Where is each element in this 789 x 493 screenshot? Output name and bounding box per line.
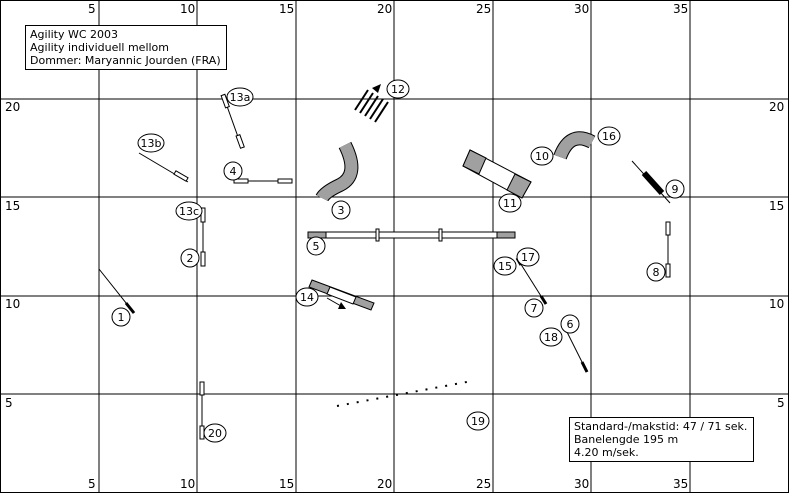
axis-top-10: 10 bbox=[180, 2, 195, 16]
number-1-label: 1 bbox=[118, 311, 125, 324]
obstacle-jump-4 bbox=[233, 178, 293, 184]
axis-right-20: 20 bbox=[769, 100, 784, 114]
number-7: 7 bbox=[524, 298, 544, 318]
number-15: 15 bbox=[493, 256, 517, 276]
axis-bottom-20: 20 bbox=[377, 477, 392, 491]
number-20-label: 20 bbox=[208, 427, 222, 440]
number-18: 18 bbox=[539, 327, 563, 347]
obstacle-seesaw-14 bbox=[308, 279, 375, 311]
axis-bottom-35: 35 bbox=[673, 477, 688, 491]
number-19: 19 bbox=[466, 411, 490, 431]
number-11: 11 bbox=[498, 193, 522, 213]
stats-line-speed: 4.20 m/sek. bbox=[574, 446, 639, 459]
number-13c-label: 13c bbox=[179, 205, 199, 218]
number-14-label: 14 bbox=[300, 291, 314, 304]
grid-horizontal bbox=[0, 98, 789, 395]
number-17-label: 17 bbox=[521, 251, 535, 264]
stats-line-length: Banelengde 195 m bbox=[574, 433, 679, 446]
number-13b-label: 13b bbox=[141, 137, 162, 150]
obstacle-tire-9 bbox=[631, 160, 671, 204]
axis-left-10: 10 bbox=[5, 297, 20, 311]
axis-top-25: 25 bbox=[476, 2, 491, 16]
obstacle-aframe-11 bbox=[462, 149, 532, 199]
obstacle-jump-1 bbox=[98, 268, 136, 314]
obstacle-jump-13a bbox=[220, 93, 245, 149]
number-16: 16 bbox=[597, 126, 621, 146]
number-8-label: 8 bbox=[653, 266, 660, 279]
number-4: 4 bbox=[223, 161, 243, 181]
obstacle-weave-12 bbox=[354, 84, 389, 123]
stats-box: Standard-/makstid: 47 / 71 sek. Baneleng… bbox=[569, 417, 754, 462]
number-14: 14 bbox=[295, 287, 319, 307]
axis-top-35: 35 bbox=[673, 2, 688, 16]
obstacle-tunnel-3 bbox=[315, 141, 359, 202]
axis-top-15: 15 bbox=[279, 2, 294, 16]
axis-left-5: 5 bbox=[5, 396, 13, 410]
number-11-label: 11 bbox=[503, 197, 517, 210]
number-3-label: 3 bbox=[338, 204, 345, 217]
obstacle-jump-20 bbox=[199, 381, 205, 440]
axis-right-10: 10 bbox=[769, 297, 784, 311]
number-12-label: 12 bbox=[391, 83, 405, 96]
number-5-label: 5 bbox=[313, 240, 320, 253]
axis-left-15: 15 bbox=[5, 199, 20, 213]
axis-bottom-30: 30 bbox=[574, 477, 589, 491]
number-2: 2 bbox=[180, 248, 200, 268]
number-5: 5 bbox=[306, 236, 326, 256]
title-line-judge: Dommer: Maryannic Jourden (FRA) bbox=[30, 54, 221, 67]
axis-bottom-15: 15 bbox=[279, 477, 294, 491]
number-2-label: 2 bbox=[187, 252, 194, 265]
number-7-label: 7 bbox=[531, 302, 538, 315]
axis-top-20: 20 bbox=[377, 2, 392, 16]
stats-line-time: Standard-/makstid: 47 / 71 sek. bbox=[574, 420, 748, 433]
number-13a-label: 13a bbox=[230, 91, 251, 104]
number-17: 17 bbox=[516, 247, 540, 267]
axis-bottom-25: 25 bbox=[476, 477, 491, 491]
number-3: 3 bbox=[331, 200, 351, 220]
axis-bottom-5: 5 bbox=[88, 477, 96, 491]
number-13c: 13c bbox=[175, 201, 203, 221]
number-19-label: 19 bbox=[471, 415, 485, 428]
number-16-label: 16 bbox=[602, 130, 616, 143]
axis-bottom-labels: 5 10 15 20 25 30 35 bbox=[88, 477, 688, 491]
number-1: 1 bbox=[111, 307, 131, 327]
number-20: 20 bbox=[203, 423, 227, 443]
number-8: 8 bbox=[646, 262, 666, 282]
number-10: 10 bbox=[530, 146, 554, 166]
axis-top-5: 5 bbox=[88, 2, 96, 16]
grid-vertical bbox=[98, 0, 691, 493]
obstacle-jump-8 bbox=[665, 221, 671, 278]
obstacle-jump-2-13c bbox=[200, 207, 206, 267]
number-15-label: 15 bbox=[498, 260, 512, 273]
axis-left-labels: 20 15 10 5 bbox=[5, 100, 20, 410]
number-9-label: 9 bbox=[672, 183, 679, 196]
axis-bottom-10: 10 bbox=[180, 477, 195, 491]
number-13a: 13a bbox=[226, 87, 254, 107]
obstacle-tunnel-10-16 bbox=[553, 131, 596, 160]
number-9: 9 bbox=[665, 179, 685, 199]
title-box: Agility WC 2003 Agility individuell mell… bbox=[25, 25, 227, 70]
obstacle-dogwalk-5 bbox=[307, 228, 516, 242]
number-10-label: 10 bbox=[535, 150, 549, 163]
axis-top-labels: 5 10 15 20 25 30 35 bbox=[88, 2, 688, 16]
title-line-event: Agility WC 2003 bbox=[30, 28, 119, 41]
number-6: 6 bbox=[560, 314, 580, 334]
axis-right-15: 15 bbox=[769, 199, 784, 213]
number-18-label: 18 bbox=[544, 331, 558, 344]
number-13b: 13b bbox=[137, 133, 165, 153]
number-6-label: 6 bbox=[567, 318, 574, 331]
number-12: 12 bbox=[386, 79, 410, 99]
axis-right-labels: 20 15 10 5 bbox=[769, 100, 785, 410]
obstacle-jump-13b bbox=[138, 152, 189, 183]
axis-top-30: 30 bbox=[574, 2, 589, 16]
title-line-class: Agility individuell mellom bbox=[30, 41, 169, 54]
number-4-label: 4 bbox=[230, 165, 237, 178]
axis-right-5: 5 bbox=[777, 396, 785, 410]
axis-left-20: 20 bbox=[5, 100, 20, 114]
